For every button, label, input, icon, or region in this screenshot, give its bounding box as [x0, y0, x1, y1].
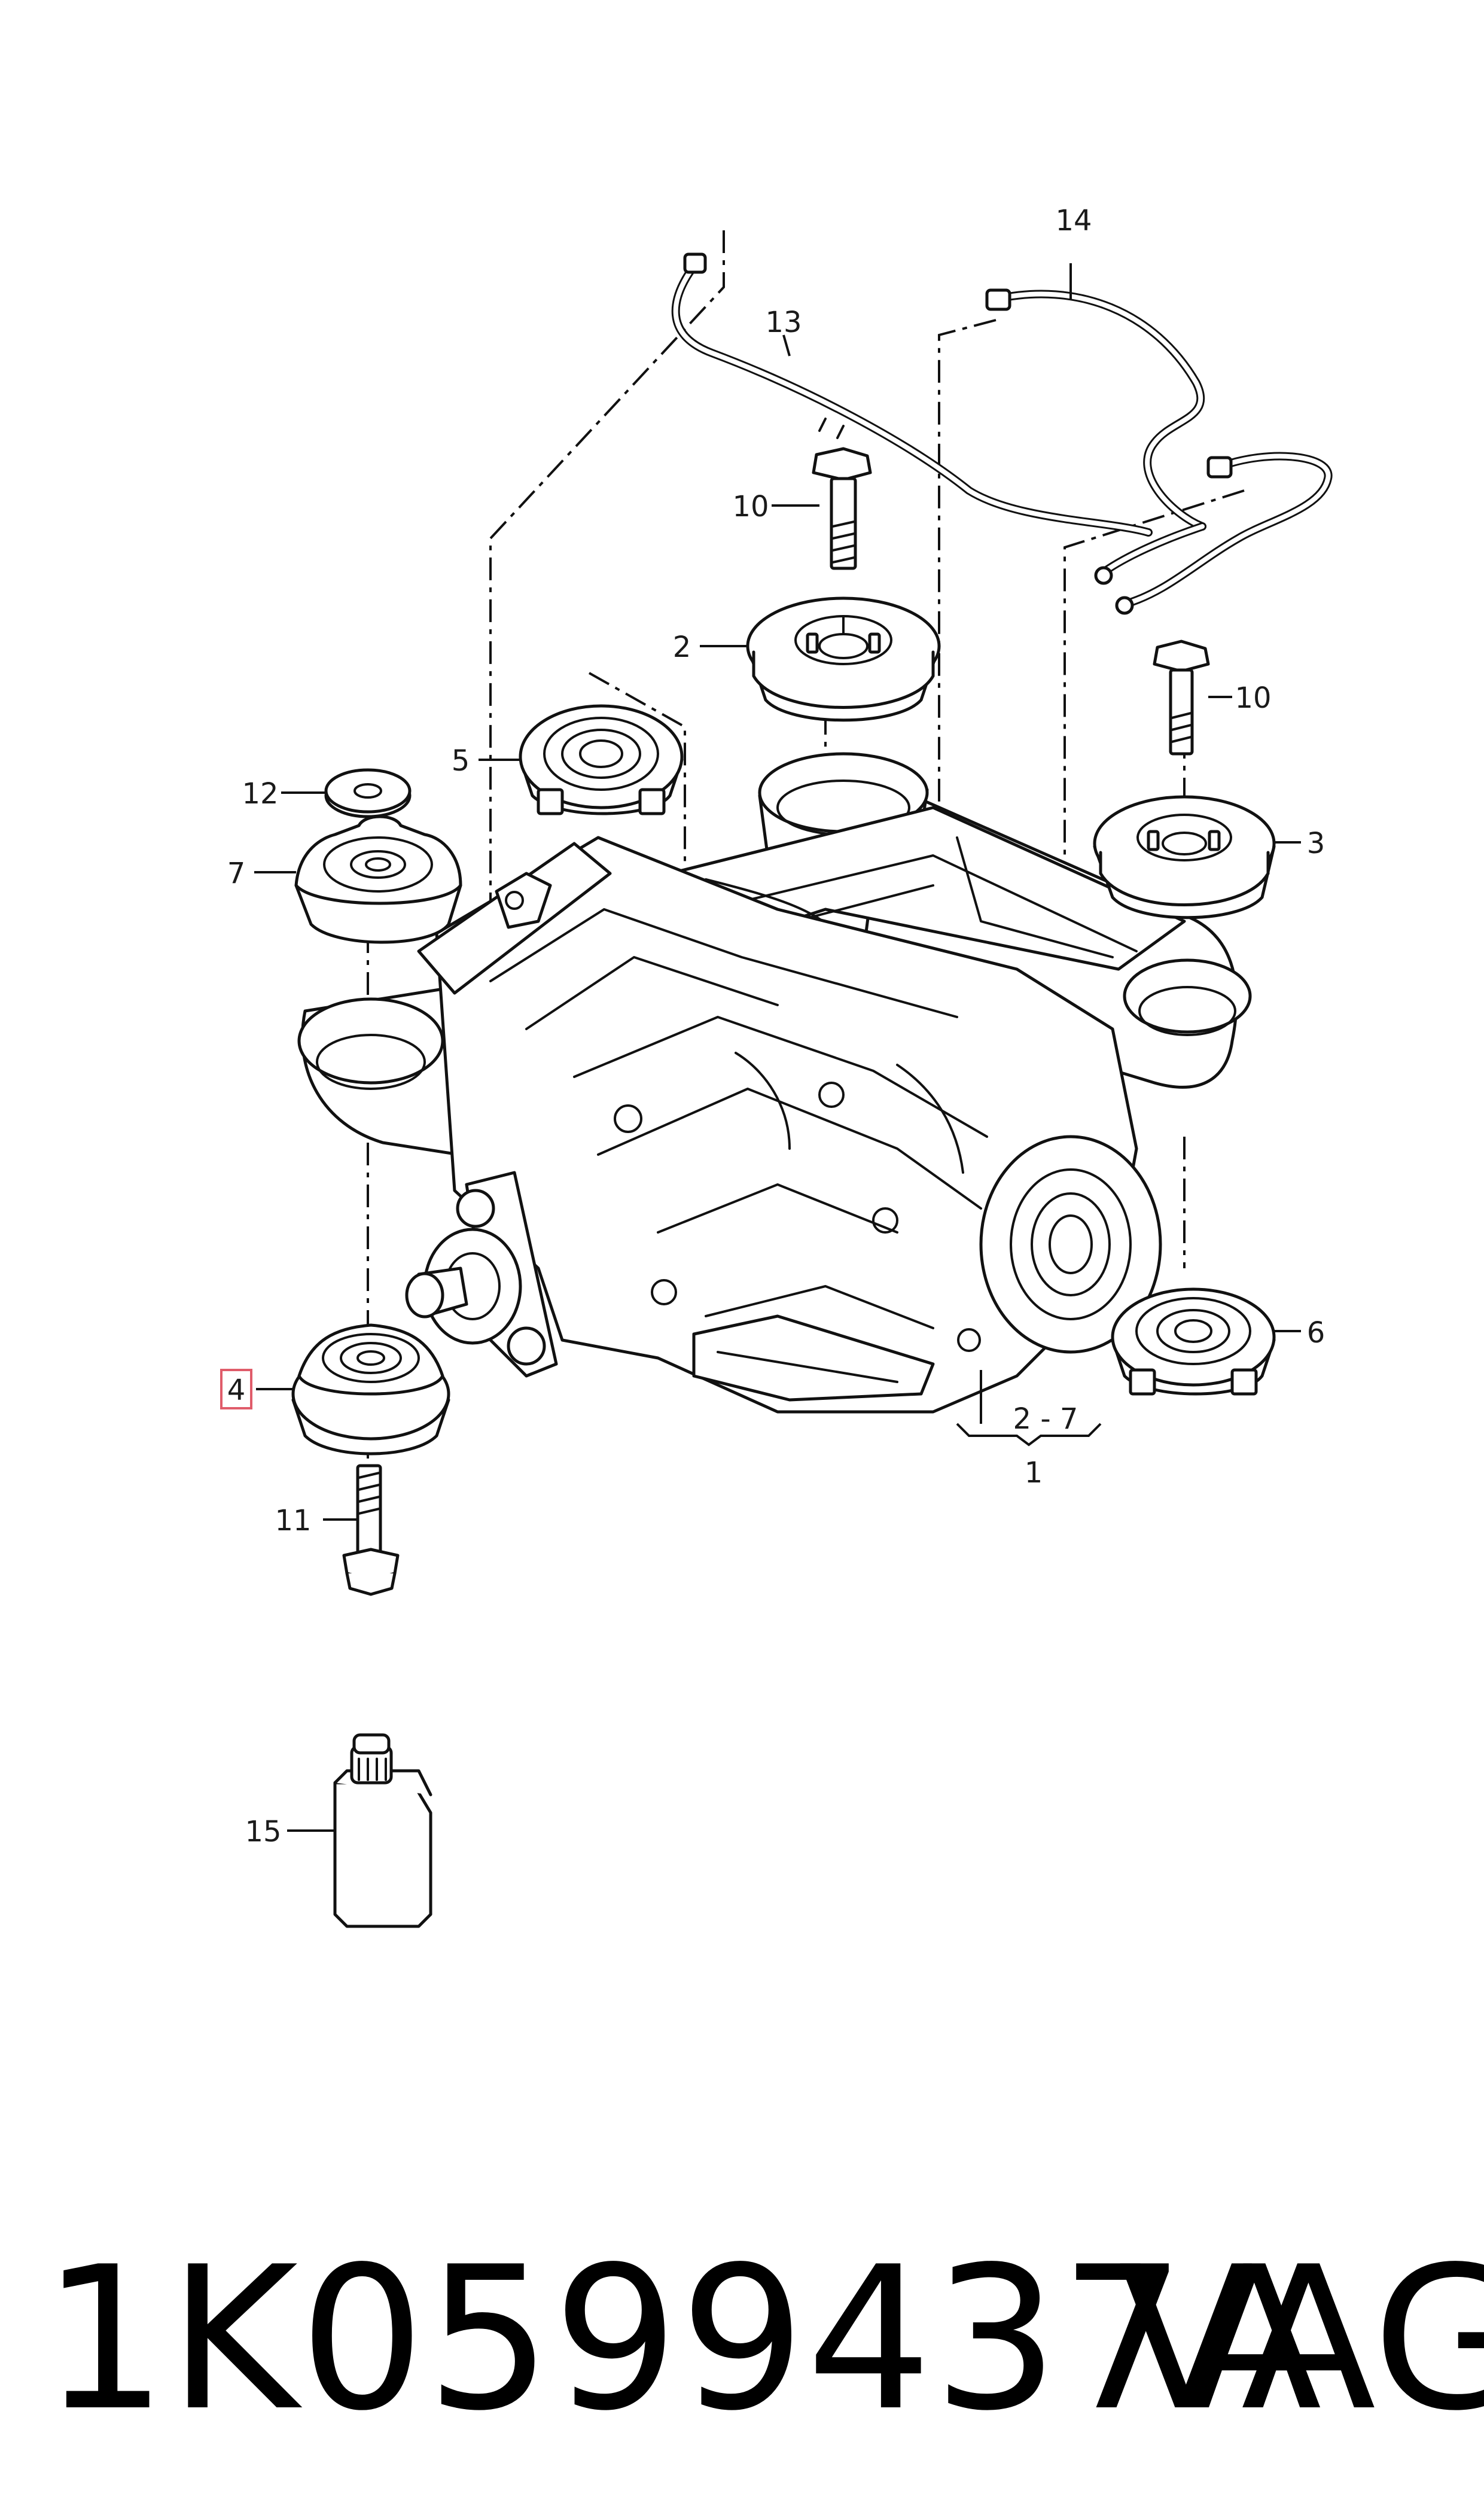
callout-labels: 1 2 - 7 2 3 4 5 6 7 10 10 11 12 13 14 15 [220, 204, 1325, 1849]
part-5-differential-mount [519, 704, 684, 815]
part-7-subframe-mount [294, 815, 462, 944]
leader-lines [254, 263, 1301, 1832]
callout-2-to-7: 2 - 7 [1013, 1402, 1078, 1436]
part-number-text: 1K0599437A [42, 2224, 1323, 2454]
callout-13: 13 [765, 306, 802, 339]
callout-3: 3 [1307, 827, 1325, 860]
part-2-subframe-mount [746, 596, 941, 722]
part-3-subframe-mount [1093, 795, 1276, 919]
callout-4-highlight [220, 1369, 252, 1409]
callout-2: 2 [673, 631, 691, 664]
callout-12: 12 [242, 777, 278, 811]
callout-14: 14 [1055, 204, 1092, 238]
brand-text: VAG [1119, 2224, 1484, 2454]
part-15-oil-bottle [333, 1733, 432, 1928]
part-13-breather-pipe [671, 252, 1153, 537]
part-1-rear-differential [405, 836, 1162, 1414]
part-11-bolt-lower [342, 1464, 400, 1596]
assembly-guide-lines [367, 230, 1245, 1460]
callout-10-upper: 10 [732, 490, 769, 523]
part-4-subframe-mount [291, 1323, 450, 1456]
callout-6: 6 [1307, 1316, 1325, 1350]
callout-15: 15 [245, 1815, 281, 1849]
callout-11: 11 [275, 1504, 311, 1537]
callout-7: 7 [227, 857, 246, 890]
part-6-differential-mount [1111, 1287, 1276, 1396]
part-12-washer [324, 768, 412, 818]
callout-1: 1 [1025, 1456, 1043, 1490]
exploded-parts-diagram: 1 2 - 7 2 3 4 5 6 7 10 10 11 12 13 14 15 [220, 204, 1333, 1928]
part-10-bolt-right [1153, 640, 1210, 756]
callout-10-right: 10 [1235, 681, 1271, 715]
part-14-breather-hose [985, 288, 1333, 615]
callout-4: 4 [227, 1374, 246, 1407]
part-10-bolt-upper [812, 447, 872, 570]
callout-5: 5 [452, 744, 470, 778]
